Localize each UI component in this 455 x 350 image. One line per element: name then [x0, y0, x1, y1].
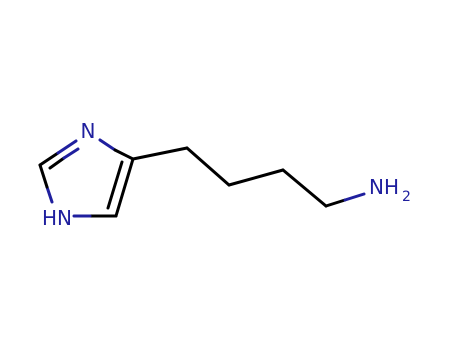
bond-n3-c4-blue — [98, 138, 117, 152]
bond-n3-c4-black — [113, 148, 135, 161]
ring-nh-label: HN — [42, 206, 72, 230]
bond-cb-cc — [227, 168, 285, 187]
bond-c4-c5-inner — [106, 160, 124, 210]
bond-c2-n3-blue — [56, 139, 78, 155]
bond-n1-c2-black — [38, 163, 49, 189]
ring-n-top-label: N — [81, 119, 96, 143]
bond-cd-n — [324, 198, 347, 208]
bond-c2-n3-black — [38, 151, 60, 167]
bond-ca-cb — [185, 146, 231, 187]
amine-n-label: NH — [369, 175, 399, 199]
bond-c2-n3-inner-black — [48, 156, 66, 170]
amine-subscript-label: 2 — [402, 189, 411, 205]
chain-bonds — [131, 146, 347, 208]
bond-c4-c5 — [114, 157, 135, 218]
bond-n1-c2-blue — [45, 185, 54, 204]
bond-c2-n3-inner-blue — [62, 147, 80, 160]
bond-c4-ca — [131, 146, 189, 161]
bond-cc-cd — [281, 168, 328, 208]
ring-bonds — [38, 138, 135, 218]
bond-cd-n-blue — [343, 192, 366, 202]
